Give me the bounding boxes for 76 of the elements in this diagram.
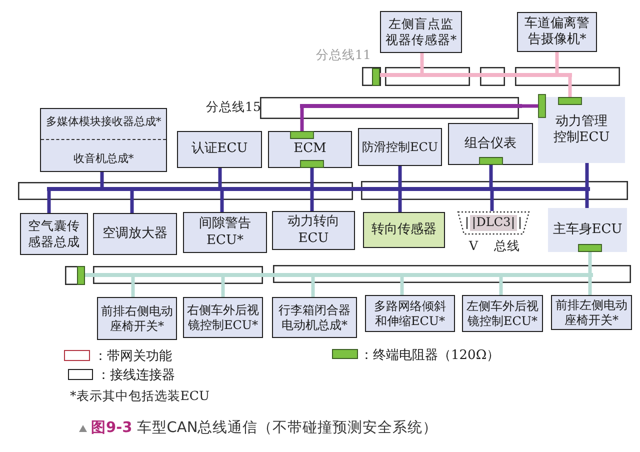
footnote-text: *表示其中包括选装ECU	[70, 388, 210, 405]
bus-wire	[221, 285, 225, 297]
component-label: 组合仪表	[464, 136, 516, 152]
component-box	[517, 12, 597, 52]
component-box	[97, 297, 177, 340]
component-box	[183, 212, 267, 253]
bus-wire	[131, 285, 135, 297]
bus-wire	[100, 172, 104, 181]
component-label: 防滑控制ECU	[362, 140, 438, 154]
component-label: 前排右侧电动座椅开关*	[100, 304, 174, 334]
component-label: 主车身ECU	[552, 222, 622, 238]
bus-wire	[499, 285, 503, 295]
connector-label: DLC3	[476, 216, 511, 230]
wiring-bus	[260, 97, 522, 119]
bus-wire	[585, 163, 589, 181]
bus-wire	[47, 200, 51, 213]
legend-text: ：带网关功能	[94, 348, 172, 365]
legend-text: ：终端电阻器（120Ω）	[360, 347, 500, 364]
component-label: 多路网络倾斜和伸缩ECU*	[373, 298, 447, 328]
bus-wire	[585, 200, 589, 208]
bus-wire	[522, 94, 546, 118]
component-label: 动力转向ECU	[286, 214, 340, 247]
bus-label: V 总线	[469, 238, 520, 255]
wiring-bus	[18, 181, 628, 200]
bus-wire	[220, 200, 224, 212]
bus-wire	[558, 86, 582, 105]
component-box	[177, 131, 262, 168]
component-label: 车道偏离警告摄像机*	[524, 16, 590, 48]
component-box	[448, 123, 533, 165]
wiring-bus	[65, 265, 631, 285]
component-label: 空气囊传感器总成	[27, 218, 81, 250]
bus-label: 分总线11	[316, 47, 371, 64]
component-box	[272, 211, 355, 250]
wiring-bus	[362, 67, 620, 86]
component-box	[548, 208, 627, 252]
bus-wire	[311, 285, 315, 297]
component-label: 左侧车外后视镜控制ECU*	[466, 298, 540, 328]
component-label: 左侧盲点监视器传感器*	[384, 16, 458, 48]
bus-wire	[218, 168, 222, 181]
bus-label: 分总线15	[206, 99, 261, 116]
bus-wire	[398, 200, 402, 212]
component-box	[40, 108, 167, 172]
component-label: 行李箱闭合器电动机总成*	[278, 302, 352, 332]
component-label: 前排左侧电动座椅开关*	[554, 298, 628, 328]
bus-wire	[588, 285, 592, 295]
bus-wire	[578, 244, 602, 265]
component-label: 认证ECU	[191, 141, 248, 158]
bus-wire	[310, 200, 314, 211]
component-box	[538, 97, 625, 163]
component-label: 收音机总成*	[73, 152, 134, 166]
component-box	[363, 212, 445, 248]
component-box	[93, 213, 177, 255]
bus-wire	[490, 200, 494, 211]
bus-wire	[130, 200, 134, 213]
component-label: 间隙警告ECU*	[198, 216, 252, 249]
bus-wire	[420, 53, 424, 67]
component-box	[358, 128, 442, 166]
component-box	[20, 213, 88, 255]
figure-caption: 图9-3 车型CAN总线通信（不带碰撞预测安全系统）	[91, 418, 438, 437]
component-label: 转向传感器	[372, 222, 436, 238]
component-label: 动力管理控制ECU	[552, 114, 611, 146]
bus-wire	[400, 285, 404, 295]
component-label: ECM	[294, 141, 326, 158]
bus-wire	[555, 52, 559, 67]
legend-text: ：接线连接器	[97, 367, 175, 384]
component-label: 多媒体模块接收器总成*	[46, 114, 162, 128]
component-box	[365, 295, 455, 332]
bus-wire	[290, 119, 314, 139]
component-label: 空调放大器	[102, 226, 168, 242]
component-box	[272, 297, 357, 338]
component-label: 右侧车外后视镜控制ECU*	[186, 302, 260, 332]
diagnostic-connector	[457, 211, 530, 235]
component-box	[183, 297, 263, 338]
bus-wire	[479, 157, 503, 181]
bus-wire	[398, 166, 402, 181]
bus-wire	[300, 160, 324, 181]
